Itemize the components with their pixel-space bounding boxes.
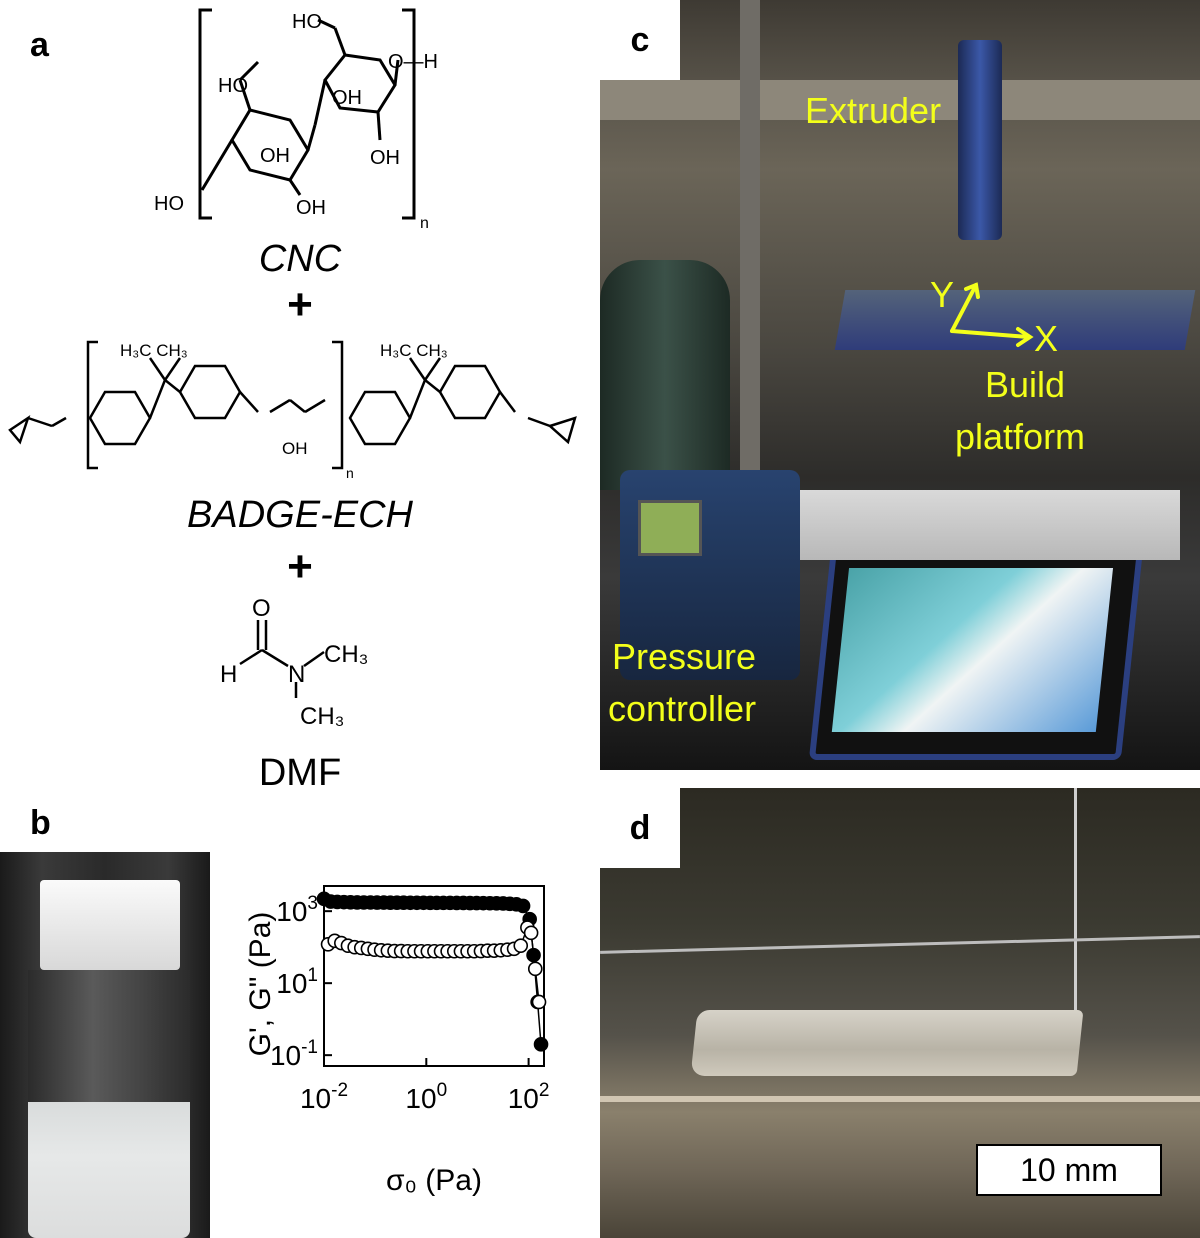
cnc-oh-4: OH: [296, 197, 326, 219]
y-axis-label: G', G" (Pa): [244, 912, 277, 1057]
gas-cylinder: [600, 260, 730, 490]
vial-gel: [28, 1102, 190, 1238]
loss-modulus-point: [527, 961, 543, 977]
storage-modulus-point: [533, 1037, 549, 1052]
x-tick-label: 102: [508, 1080, 550, 1114]
cnc-oh-3: OH: [370, 147, 400, 169]
y-tick-label: 101: [276, 965, 318, 999]
open-series-line: [327, 926, 540, 1003]
cnc-oh-h: O—H: [388, 51, 438, 73]
printer-photo: [600, 0, 1200, 770]
cnc-ho-left: HO: [218, 75, 248, 97]
badge-hydroxyl: OH: [282, 439, 308, 458]
tablet-screen: [831, 568, 1114, 732]
badge-ech-structure: H₃C CH₃ H₃C CH₃ OH n: [8, 340, 577, 480]
filled-series-line: [323, 898, 542, 1045]
cnc-oh-2: OH: [260, 145, 290, 167]
loss-modulus-point: [531, 994, 547, 1010]
storage-modulus-point: [515, 898, 531, 914]
x-tick-label: 10-2: [300, 1080, 348, 1114]
panel-label-a: a: [30, 26, 49, 64]
label-extruder: Extruder: [805, 90, 942, 131]
dmf-hydrogen: H: [220, 661, 237, 688]
printed-slab: [690, 1010, 1084, 1076]
x-tick-label: 100: [405, 1080, 447, 1114]
loss-modulus-point: [513, 938, 529, 953]
dmf-structure: O H N CH₃ CH₃: [220, 595, 368, 730]
loss-modulus-point: [523, 925, 539, 941]
badge-methyls-right: H₃C CH₃: [380, 341, 448, 360]
badge-ech-name: BADGE-ECH: [187, 494, 413, 536]
dmf-oxygen: O: [252, 595, 271, 622]
label-y-axis: Y: [930, 275, 954, 315]
enclosure-case: [800, 490, 1180, 560]
substrate-edge: [600, 1096, 1200, 1102]
vial-cap: [40, 880, 180, 970]
pressure-controller-unit: [620, 470, 800, 680]
cnc-oh-1: OH: [332, 87, 362, 109]
glass-edge-line: [600, 935, 1200, 954]
cnc-structure: HO O—H HO OH OH OH OH HO n: [154, 8, 438, 232]
plot-frame: [323, 885, 545, 1067]
extruder-body: [958, 40, 1002, 240]
label-build: Build: [985, 364, 1066, 405]
axis-arrows: Y X: [930, 275, 1058, 355]
tablet: [808, 548, 1144, 760]
dmf-name: DMF: [258, 752, 342, 794]
label-pressure: Pressure: [612, 636, 757, 677]
controller-screen: [638, 500, 702, 556]
vertical-wire: [1074, 788, 1077, 1018]
cnc-ho-bottom: HO: [154, 193, 184, 215]
plus-sign-1: +: [287, 280, 313, 329]
scale-bar: 10 mm: [976, 1144, 1162, 1196]
y-tick-label: 103: [276, 893, 318, 927]
cnc-subscript-n: n: [420, 215, 429, 232]
y-tick-label: 10-1: [270, 1037, 318, 1071]
dmf-nitrogen: N: [288, 661, 305, 688]
dmf-methyl-top: CH₃: [324, 641, 368, 668]
shelf-bar: [600, 80, 1200, 120]
cnc-ho-top: HO: [292, 11, 322, 33]
label-x-axis: X: [1034, 318, 1058, 355]
panel-label-d: d: [600, 788, 680, 868]
vial-photo: [0, 852, 210, 1238]
label-controller: controller: [608, 688, 757, 729]
cnc-name: CNC: [258, 238, 342, 280]
dmf-methyl-bottom: CH₃: [300, 703, 344, 730]
label-platform: platform: [955, 416, 1086, 457]
x-axis-label: σ₀ (Pa): [386, 1164, 482, 1197]
badge-methyls-left: H₃C CH₃: [120, 341, 188, 360]
frame-pillar: [740, 0, 760, 480]
plus-sign-2: +: [287, 542, 313, 591]
panel-label-b: b: [30, 804, 51, 842]
panel-label-c: c: [600, 0, 680, 80]
badge-subscript-n: n: [346, 465, 354, 480]
rheology-chart: 10-2 100 102 10-1 101 103 G', G" (Pa) σ₀ (Pa): [244, 885, 550, 1197]
